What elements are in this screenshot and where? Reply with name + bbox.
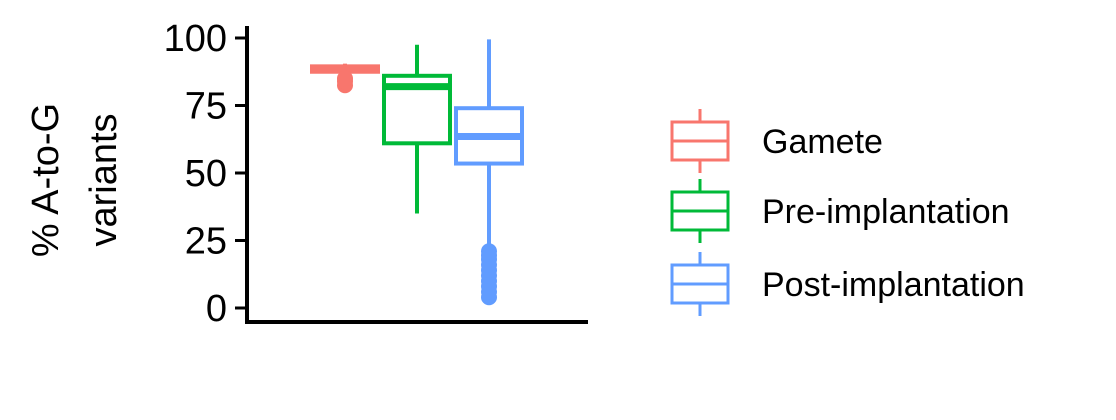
outlier-point — [337, 70, 353, 87]
legend-item: Gamete — [670, 109, 883, 173]
outlier-point — [481, 243, 497, 260]
legend-label: Post-implantation — [762, 266, 1025, 304]
y-tick-label: 100 — [164, 18, 227, 60]
y-tick-label: 75 — [185, 86, 227, 128]
legend-key-boxplot-icon — [670, 252, 730, 316]
box-gamete — [310, 63, 380, 94]
y-tick-label: 50 — [185, 153, 227, 195]
legend-label: Pre-implantation — [762, 193, 1010, 231]
box-pre-implantation — [382, 44, 452, 214]
boxes — [310, 39, 524, 306]
legend-label: Gamete — [762, 123, 883, 161]
legend-item: Pre-implantation — [670, 179, 1010, 243]
y-axis-title-line-2: variants — [83, 113, 125, 246]
legend-key-boxplot-icon — [670, 109, 730, 173]
y-tick-label: 0 — [206, 288, 227, 330]
axes: 0 25 50 75 100 — [164, 18, 588, 330]
box-post-implantation — [454, 39, 524, 306]
y-axis-title-line-1: % A-to-G — [25, 103, 67, 257]
y-tick-label: 25 — [185, 221, 227, 263]
legend-item: Post-implantation — [670, 252, 1025, 316]
y-axis-title: % A-to-G variants — [25, 103, 125, 257]
legend-key-boxplot-icon — [670, 179, 730, 243]
